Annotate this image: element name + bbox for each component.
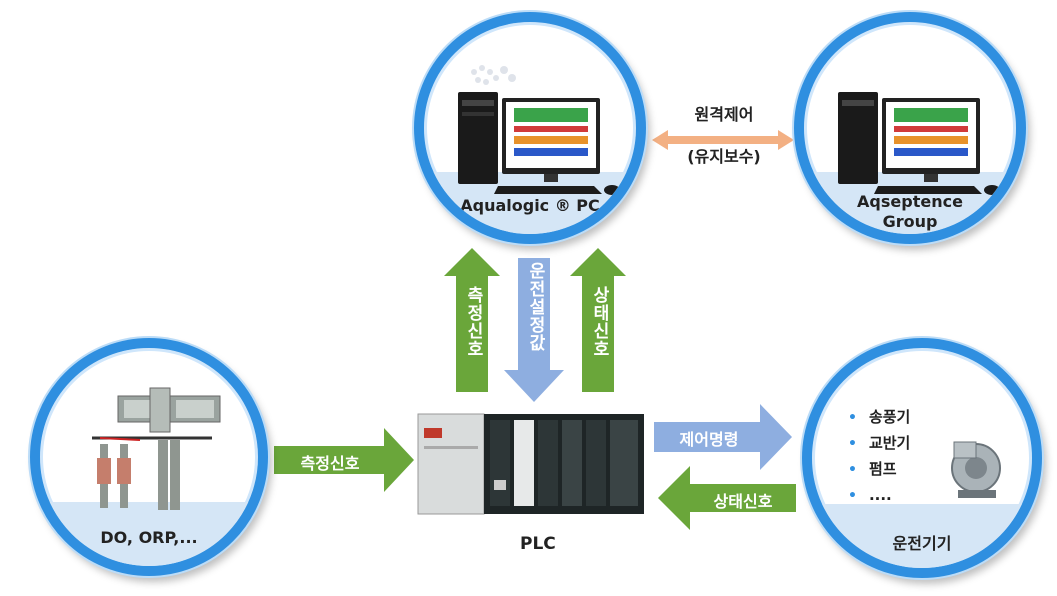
equipment-node: 운전기기 • 송풍기 • 교반기 • 펌프 •.... xyxy=(802,338,1042,578)
control-command-arrow xyxy=(654,404,792,470)
aqseptence-node: Aqseptence Group xyxy=(794,12,1026,244)
remote-control-line1: 원격제어 xyxy=(694,105,754,124)
equipment-item: 펌프 xyxy=(868,460,897,478)
node-band xyxy=(40,502,258,566)
bullet-icon: • xyxy=(848,462,857,478)
measure-up-label: 측정신호 xyxy=(463,286,483,358)
list-item: • 송풍기 xyxy=(848,404,910,430)
computer-icon xyxy=(458,65,620,195)
status-left-label: 상태신호 xyxy=(713,492,773,511)
list-item: • 교반기 xyxy=(848,430,910,456)
list-item: • 펌프 xyxy=(848,456,910,482)
bullet-icon: • xyxy=(848,488,857,504)
sensors-node: DO, ORP,... xyxy=(30,338,268,576)
remote-control-label: 원격제어 (유지보수) xyxy=(660,104,788,168)
aqseptence-label-line1: Aqseptence xyxy=(857,192,963,211)
aqualogic-pc-label: Aqualogic ® PC xyxy=(460,196,600,215)
aqseptence-label: Aqseptence Group xyxy=(804,192,1016,232)
equipment-label: 운전기기 xyxy=(892,534,952,553)
measure-up-arrow xyxy=(444,248,500,392)
computer-icon xyxy=(838,92,1000,195)
sensor-probe-icon xyxy=(92,387,221,510)
plc-label: PLC xyxy=(520,534,556,554)
status-up-label: 상태신호 xyxy=(589,286,609,358)
node-band xyxy=(812,504,1032,568)
bullet-icon: • xyxy=(848,410,857,426)
status-up-arrow xyxy=(570,248,626,392)
measure-right-arrow xyxy=(274,428,414,492)
bullet-icon: • xyxy=(848,436,857,452)
equipment-item: 교반기 xyxy=(868,434,911,452)
status-left-arrow xyxy=(658,466,796,530)
equipment-item: .... xyxy=(868,486,892,504)
sensors-label: DO, ORP,... xyxy=(100,528,198,547)
control-command-label: 제어명령 xyxy=(679,430,739,449)
setpoint-down-arrow xyxy=(504,258,564,402)
list-item: •.... xyxy=(848,482,910,508)
aqseptence-label-line2: Group xyxy=(882,212,938,231)
measure-right-label: 측정신호 xyxy=(300,454,360,473)
aqualogic-pc-node: Aqualogic ® PC xyxy=(414,12,646,244)
equipment-item: 송풍기 xyxy=(868,408,911,426)
blower-icon xyxy=(951,441,1001,498)
setpoint-down-label: 운전설정값 xyxy=(525,262,545,352)
equipment-list: • 송풍기 • 교반기 • 펌프 •.... xyxy=(848,404,910,508)
remote-control-line2: (유지보수) xyxy=(687,147,761,166)
remote-control-arrow xyxy=(652,130,794,150)
